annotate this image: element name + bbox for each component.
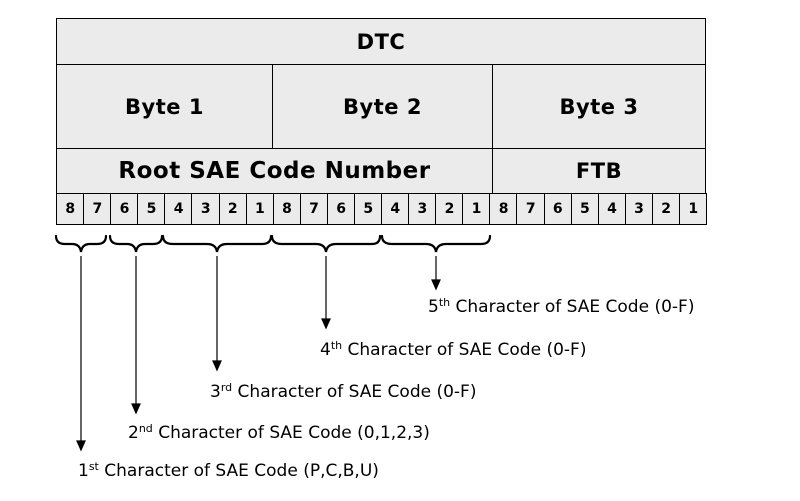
arrowhead-icon bbox=[321, 318, 331, 330]
bit-cell: 7 bbox=[299, 193, 329, 225]
bit-cell: 2 bbox=[218, 193, 248, 225]
char-1-label: 1st Character of SAE Code (P,C,B,U) bbox=[78, 460, 379, 481]
bit-cell: 2 bbox=[651, 193, 681, 225]
bit-cell: 4 bbox=[381, 193, 410, 225]
brace-char-1 bbox=[54, 234, 108, 253]
char-2-label: 2nd Character of SAE Code (0,1,2,3) bbox=[128, 422, 430, 443]
bit-cell: 2 bbox=[435, 193, 464, 225]
arrowhead-icon bbox=[431, 279, 441, 291]
brace-char-2 bbox=[108, 234, 164, 253]
bit-cell: 3 bbox=[624, 193, 654, 225]
arrowhead-icon bbox=[76, 440, 86, 452]
bit-cell: 1 bbox=[678, 193, 708, 225]
brace-char-3 bbox=[161, 234, 273, 253]
dtc-header: DTC bbox=[56, 18, 706, 65]
byte-2-cell: Byte 2 bbox=[272, 64, 493, 149]
char-5-label: 5th Character of SAE Code (0-F) bbox=[428, 296, 695, 317]
brace-char-5 bbox=[380, 234, 492, 253]
bit-cell: 1 bbox=[245, 193, 275, 225]
bit-cell: 8 bbox=[272, 193, 302, 225]
root-sae-code-number-cell: Root SAE Code Number bbox=[56, 148, 493, 194]
char-3-label: 3rd Character of SAE Code (0-F) bbox=[210, 381, 477, 402]
brace-char-4 bbox=[270, 234, 382, 253]
byte-3-cell: Byte 3 bbox=[492, 64, 706, 149]
bit-cell: 8 bbox=[489, 193, 518, 225]
arrowhead-icon bbox=[131, 403, 141, 415]
bit-cell: 5 bbox=[570, 193, 600, 225]
bit-cell: 5 bbox=[137, 193, 166, 225]
ftb-cell: FTB bbox=[492, 148, 706, 194]
bit-cell: 4 bbox=[164, 193, 193, 225]
bit-cell: 3 bbox=[191, 193, 220, 225]
bit-cell: 6 bbox=[110, 193, 139, 225]
bit-cell: 6 bbox=[326, 193, 356, 225]
arrowhead-icon bbox=[212, 360, 222, 372]
bit-cell: 5 bbox=[353, 193, 383, 225]
bit-cell: 1 bbox=[462, 193, 491, 225]
char-4-label: 4th Character of SAE Code (0-F) bbox=[320, 339, 587, 360]
